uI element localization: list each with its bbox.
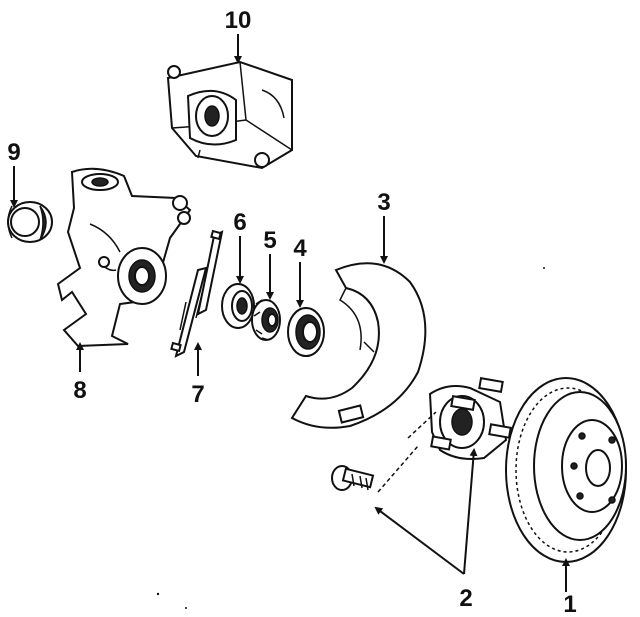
callout-4: 4	[293, 235, 307, 262]
brake-rotor	[505, 377, 627, 563]
seal-ring	[7, 201, 53, 243]
callout-9: 9	[7, 139, 20, 166]
wheel-hub	[428, 377, 512, 460]
splash-shield	[290, 262, 427, 429]
steering-knuckle	[56, 167, 192, 348]
callout-5: 5	[263, 227, 276, 254]
wheel-stud	[331, 465, 375, 491]
callout-2: 2	[459, 585, 472, 612]
callout-10: 10	[225, 7, 252, 34]
callout-6: 6	[233, 209, 246, 236]
leader-lines	[10, 34, 570, 592]
callout-1: 1	[563, 591, 576, 617]
tapered-bearing	[251, 299, 281, 341]
scan-specks	[156, 267, 545, 609]
brake-caliper	[166, 60, 293, 170]
brake-pads	[170, 229, 224, 358]
bearing-seal	[287, 307, 325, 357]
callout-3: 3	[377, 189, 390, 216]
callout-7: 7	[191, 381, 204, 408]
callout-labels: 10 9 3 6 5 4 8 7 2 1	[7, 7, 576, 617]
bearing-race	[221, 283, 255, 329]
callout-8: 8	[73, 377, 86, 404]
